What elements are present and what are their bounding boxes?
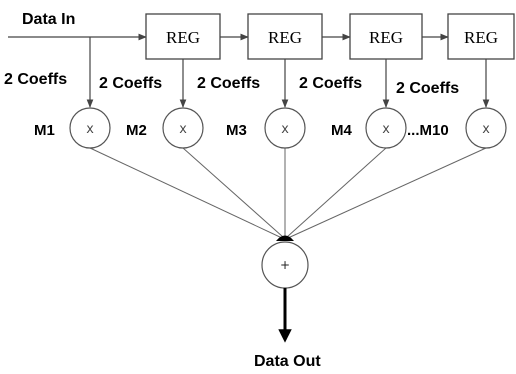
multiplier-5: x	[465, 107, 507, 149]
multiplier-4: x	[365, 107, 407, 149]
coeff-label-5: 2 Coeffs	[396, 80, 459, 97]
multiplier-label-m3: M3	[226, 122, 247, 139]
multiplier-1: x	[69, 107, 111, 149]
data-in-label: Data In	[22, 11, 75, 28]
register-4: REG	[447, 13, 515, 60]
register-3: REG	[349, 13, 423, 60]
data-out-label: Data Out	[254, 353, 321, 370]
register-label: REG	[268, 28, 302, 47]
multiplier-3: x	[264, 107, 306, 149]
multiplier-label-m10: ...M10	[407, 122, 449, 139]
multiplier-label-m2: M2	[126, 122, 147, 139]
register-label: REG	[166, 28, 200, 47]
multiplier-label-m4: M4	[331, 122, 352, 139]
coeff-label-4: 2 Coeffs	[299, 75, 362, 92]
register-label: REG	[369, 28, 403, 47]
multiplier-2: x	[162, 107, 204, 149]
multiply-icon: x	[179, 122, 187, 137]
multiply-icon: x	[86, 122, 94, 137]
coeff-label-1: 2 Coeffs	[4, 71, 67, 88]
adder: +	[261, 241, 309, 289]
coeff-label-2: 2 Coeffs	[99, 75, 162, 92]
register-label: REG	[464, 28, 498, 47]
coeff-label-3: 2 Coeffs	[197, 75, 260, 92]
multiplier-label-m1: M1	[34, 122, 55, 139]
multiply-icon: x	[281, 122, 289, 137]
add-icon: +	[280, 258, 290, 272]
adder-node-cap	[276, 235, 294, 241]
register-2: REG	[247, 13, 323, 60]
register-1: REG	[145, 13, 221, 60]
multiply-icon: x	[482, 122, 490, 137]
sum-line-2	[182, 147, 284, 238]
sum-line-5	[287, 147, 487, 239]
sum-line-1	[89, 147, 283, 239]
multiply-icon: x	[382, 122, 390, 137]
sum-line-4	[286, 147, 387, 238]
